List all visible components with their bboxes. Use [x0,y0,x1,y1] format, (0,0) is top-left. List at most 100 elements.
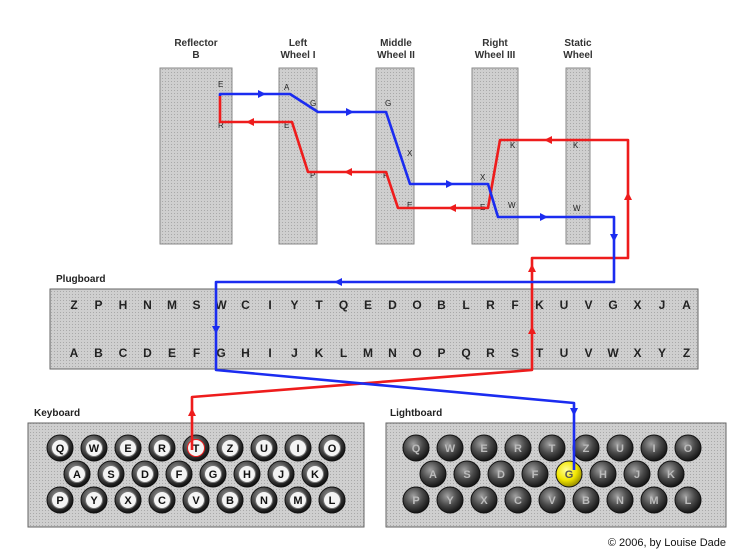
key-face[interactable] [153,491,171,509]
left-wheel-subtitle: Wheel I [280,50,315,61]
key-x[interactable]: X [114,486,142,514]
key-l[interactable]: L [318,486,346,514]
lamp-bulb [402,434,430,462]
key-f[interactable]: F [165,460,193,488]
wheel-contact-letters: E R A G E P G X P E K X E W K W [218,80,581,213]
plugboard-bottom-letter-u: U [560,346,569,360]
key-s[interactable]: S [97,460,125,488]
lamp-bulb [436,486,464,514]
reflector-subtitle: B [192,50,199,61]
plugboard-top-letter-h: H [119,298,128,312]
middle-wheel-letter: P [383,171,388,180]
lamp-letter: B [582,495,590,507]
plugboard-top-letter-v: V [584,298,592,312]
key-b[interactable]: B [216,486,244,514]
key-p[interactable]: P [46,486,74,514]
key-face[interactable] [102,465,120,483]
left-wheel-title: Left [289,38,308,49]
lamp-bulb [606,486,634,514]
lamp-letter: L [685,495,692,507]
key-k[interactable]: K [301,460,329,488]
key-v[interactable]: V [182,486,210,514]
key-e[interactable]: E [114,434,142,462]
lamp-a: A [419,460,447,488]
key-face[interactable] [85,491,103,509]
key-face[interactable] [323,439,341,457]
key-o[interactable]: O [318,434,346,462]
key-face[interactable] [119,491,137,509]
key-face[interactable] [221,491,239,509]
key-m[interactable]: M [284,486,312,514]
key-face[interactable] [170,465,188,483]
key-y[interactable]: Y [80,486,108,514]
right-wheel-subtitle: Wheel III [475,50,516,61]
left-wheel-letter: G [310,99,316,108]
plugboard-top-letter-y: Y [290,298,298,312]
key-face[interactable] [238,465,256,483]
lamp-y: Y [436,486,464,514]
lightboard-label: Lightboard [390,408,442,419]
key-face[interactable] [289,439,307,457]
plugboard-panel [49,288,699,370]
lamp-bulb [504,486,532,514]
lamp-l: L [674,486,702,514]
plugboard-bottom-letter-q: Q [461,346,470,360]
key-r[interactable]: R [148,434,176,462]
key-face[interactable] [85,439,103,457]
keyboard-label: Keyboard [34,408,80,419]
plugboard-bottom-letter-g: G [216,346,225,360]
plugboard-top-letter-s: S [192,298,200,312]
key-face[interactable] [323,491,341,509]
plugboard-top-letter-a: A [682,298,691,312]
key-z[interactable]: Z [216,434,244,462]
plugboard-top-letter-z: Z [70,298,77,312]
key-face[interactable] [187,491,205,509]
plugboard-bottom-letter-l: L [340,346,347,360]
arrow-icon [528,326,536,334]
key-face[interactable] [306,465,324,483]
key-face[interactable] [255,491,273,509]
key-u[interactable]: U [250,434,278,462]
key-j[interactable]: J [267,460,295,488]
key-face[interactable] [153,439,171,457]
key-face[interactable] [119,439,137,457]
key-g[interactable]: G [199,460,227,488]
key-w[interactable]: W [80,434,108,462]
key-face[interactable] [289,491,307,509]
key-face[interactable] [272,465,290,483]
key-face[interactable] [255,439,273,457]
static-wheel-letter: W [573,204,581,213]
key-face[interactable] [51,439,69,457]
lamp-d: D [487,460,515,488]
key-q[interactable]: Q [46,434,74,462]
plugboard-bottom-letter-c: C [119,346,128,360]
lamp-bulb [657,460,685,488]
lamp-letter: H [599,469,607,481]
key-face[interactable] [68,465,86,483]
key-c[interactable]: C [148,486,176,514]
key-letter: M [293,495,302,507]
key-face[interactable] [204,465,222,483]
key-face[interactable] [136,465,154,483]
key-face[interactable] [221,439,239,457]
lamp-bulb [419,460,447,488]
reflector-letter: E [218,80,223,89]
key-face[interactable] [51,491,69,509]
key-i[interactable]: I [284,434,312,462]
lamp-letter: P [412,495,419,507]
lamp-bulb [402,486,430,514]
key-a[interactable]: A [63,460,91,488]
key-n[interactable]: N [250,486,278,514]
left-wheel-letter: E [284,121,289,130]
key-letter: W [89,443,100,455]
key-h[interactable]: H [233,460,261,488]
lamp-bulb [640,434,668,462]
key-letter: U [260,443,268,455]
lamp-letter: C [514,495,522,507]
key-t[interactable]: T [182,434,210,462]
plugboard-bottom-letter-w: W [607,346,619,360]
key-d[interactable]: D [131,460,159,488]
